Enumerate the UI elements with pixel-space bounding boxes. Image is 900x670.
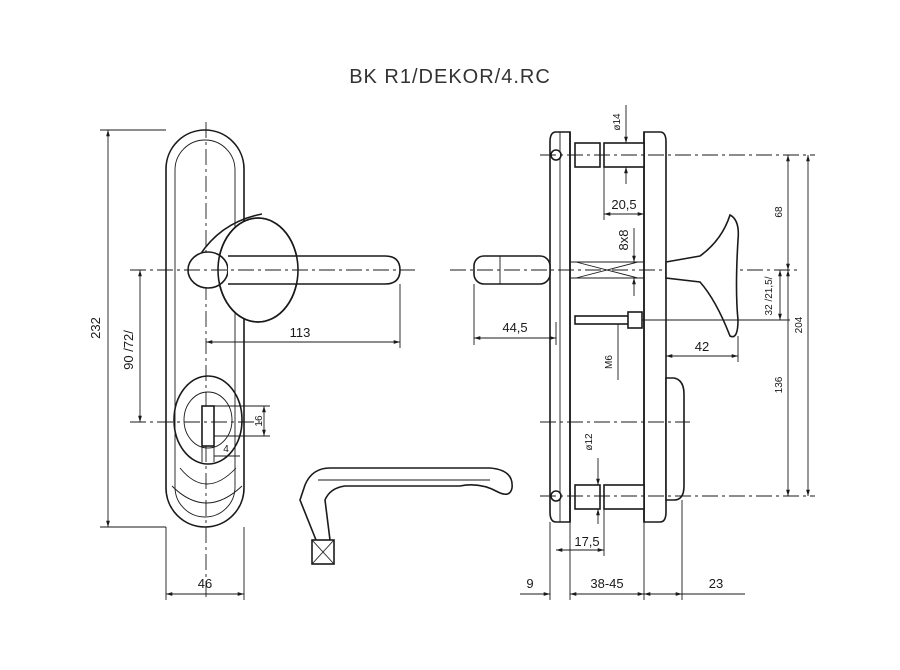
dim-17-5: 17,5 — [574, 534, 599, 549]
dim-44-5: 44,5 — [502, 320, 527, 335]
dim-m6: M6 — [604, 355, 615, 369]
dim-9: 9 — [526, 576, 533, 591]
fixed-knob — [665, 213, 740, 338]
dim-204: 204 — [794, 316, 805, 333]
dim-32-21-5: 32 /21,5/ — [764, 276, 775, 315]
plate-right — [643, 131, 667, 523]
dim-42: 42 — [695, 339, 709, 354]
dim-136: 136 — [774, 376, 785, 393]
dim-232: 232 — [88, 317, 103, 339]
dim-46: 46 — [198, 576, 212, 591]
dim-8x8: 8x8 — [616, 230, 631, 251]
dim-90-72: 90 /72/ — [121, 330, 136, 370]
dim-16: 16 — [254, 415, 265, 427]
dim-dia14: ø14 — [612, 113, 623, 131]
dim-dia12: ø12 — [584, 433, 595, 451]
front-view: 232 90 /72/ 113 16 4 46 — [88, 122, 415, 600]
dim-113: 113 — [290, 325, 311, 340]
back-plate-inner — [174, 139, 236, 518]
drawing-title: BK R1/DEKOR/4.RC — [349, 66, 551, 88]
dim-38-45: 38-45 — [590, 576, 623, 591]
dim-20-5: 20,5 — [611, 197, 636, 212]
dim-4: 4 — [223, 444, 229, 455]
dim-23: 23 — [709, 576, 723, 591]
side-view: ø14 20,5 8x8 44,5 M6 42 32 /21,5/ 68 136 — [450, 105, 815, 600]
dim-68: 68 — [774, 206, 785, 218]
back-plate-outer — [165, 129, 245, 528]
cylinder-escutcheon — [173, 375, 243, 465]
handle-isometric — [299, 467, 513, 565]
